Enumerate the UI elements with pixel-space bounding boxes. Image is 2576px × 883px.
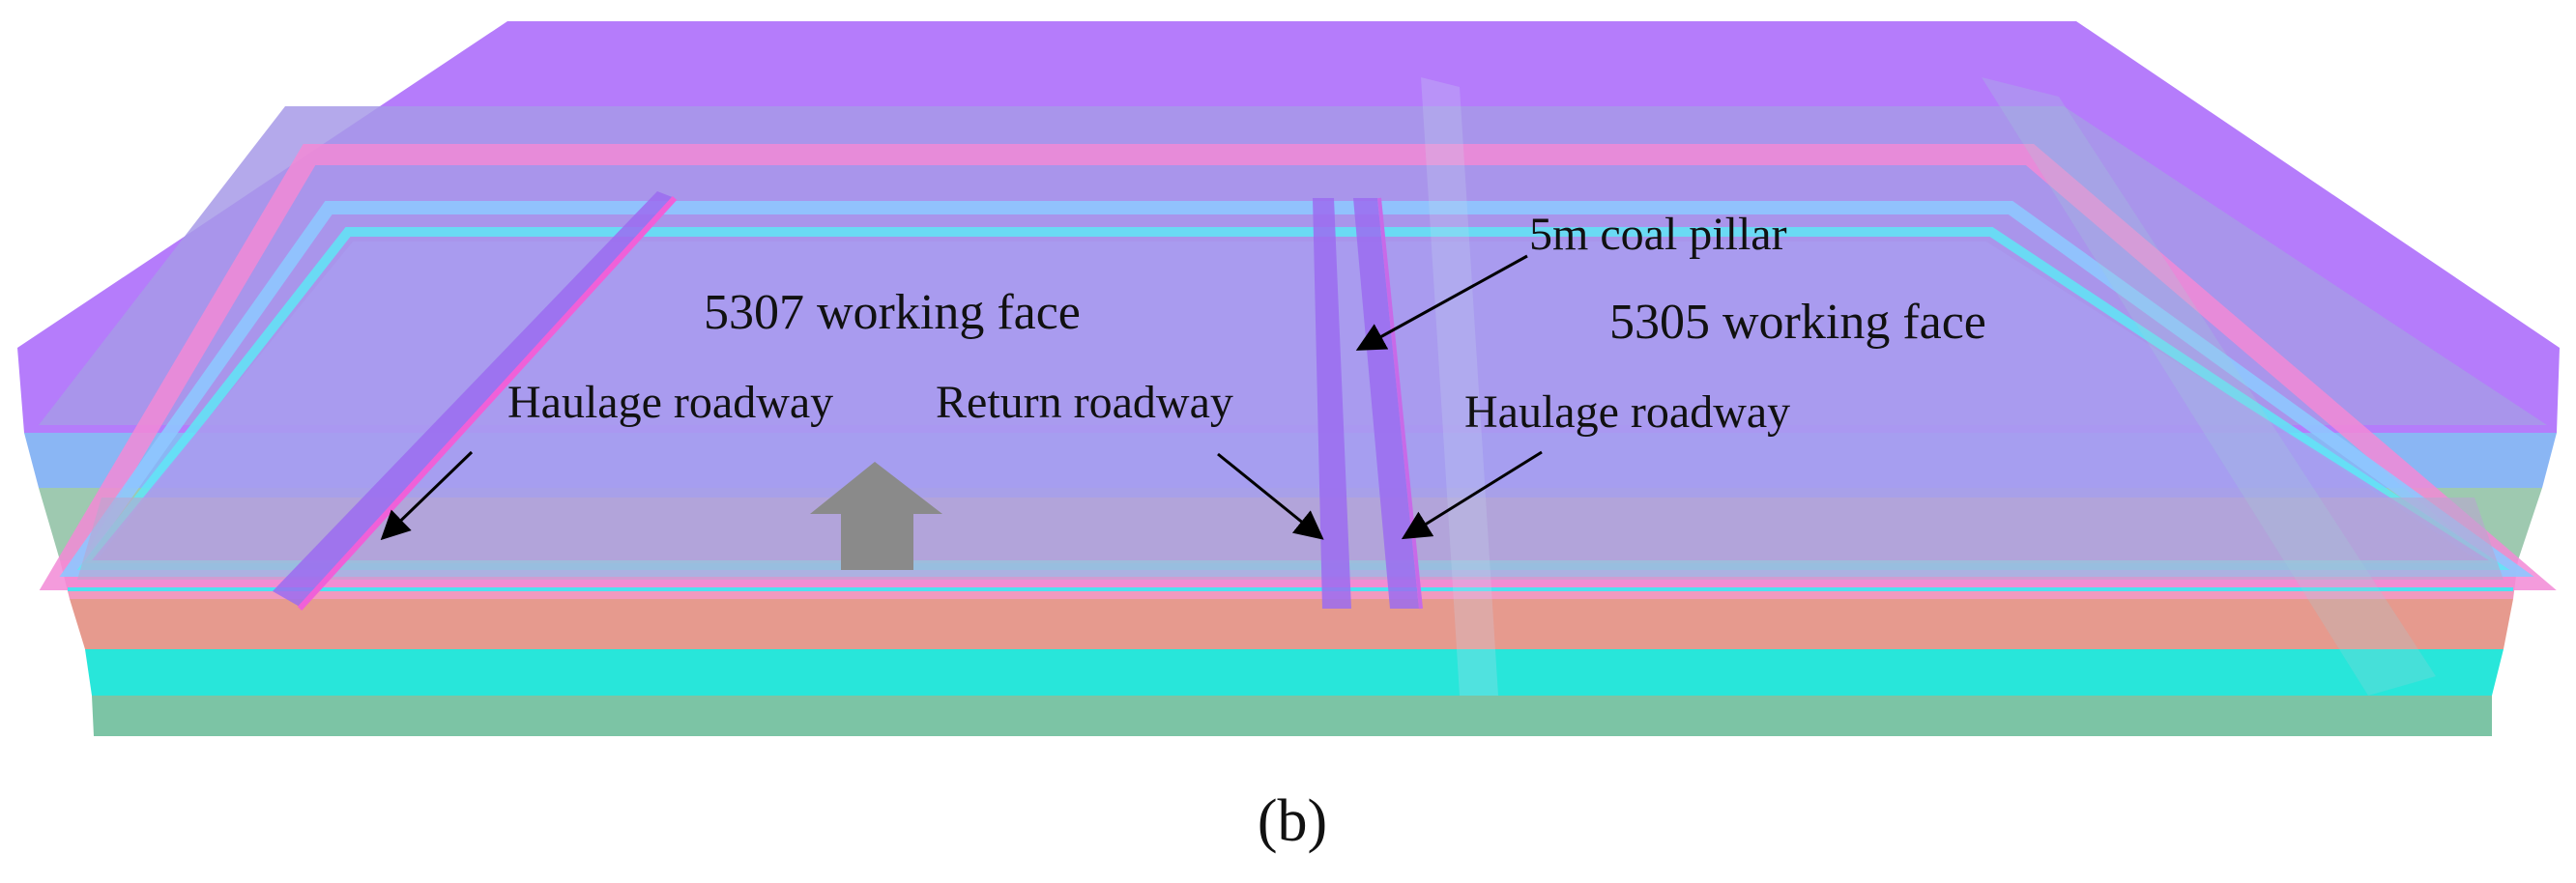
aqua-layer: [85, 649, 2504, 696]
up-arrow-icon: [810, 462, 942, 570]
haulage-roadway-right: [1353, 198, 1419, 609]
figure-caption: (b): [1258, 788, 1327, 854]
inner-lower-band: [77, 498, 2504, 580]
right-translucent-panel: [1982, 77, 2436, 696]
center-translucent-panel: [1421, 77, 1498, 696]
working-face-5305-label: 5305 working face: [1609, 295, 1986, 350]
return-roadway-label: Return roadway: [936, 377, 1233, 428]
face-plane-inner: [92, 242, 2489, 560]
salmon-layer: [70, 599, 2513, 649]
working-face-5307-label: 5307 working face: [704, 285, 1081, 340]
arrow-return-roadway: [1217, 452, 1324, 540]
coal-pillar-label: 5m coal pillar: [1529, 209, 1787, 260]
roadways: [273, 191, 1423, 612]
arrow-haulage-right: [1401, 450, 1543, 540]
arrow-haulage-left: [380, 450, 474, 541]
return-roadway: [1313, 198, 1351, 609]
haulage-roadway-left: [273, 191, 675, 607]
haulage-roadway-right-label: Haulage roadway: [1464, 386, 1790, 438]
strata-model: [17, 21, 2560, 736]
leader-arrows: [380, 254, 1543, 541]
arrow-coal-pillar: [1355, 254, 1528, 351]
base-layer: [92, 696, 2492, 736]
haulage-roadway-left-edge: [297, 195, 678, 612]
haulage-roadway-right-edge: [1377, 197, 1423, 610]
haulage-roadway-left-label: Haulage roadway: [507, 377, 833, 428]
